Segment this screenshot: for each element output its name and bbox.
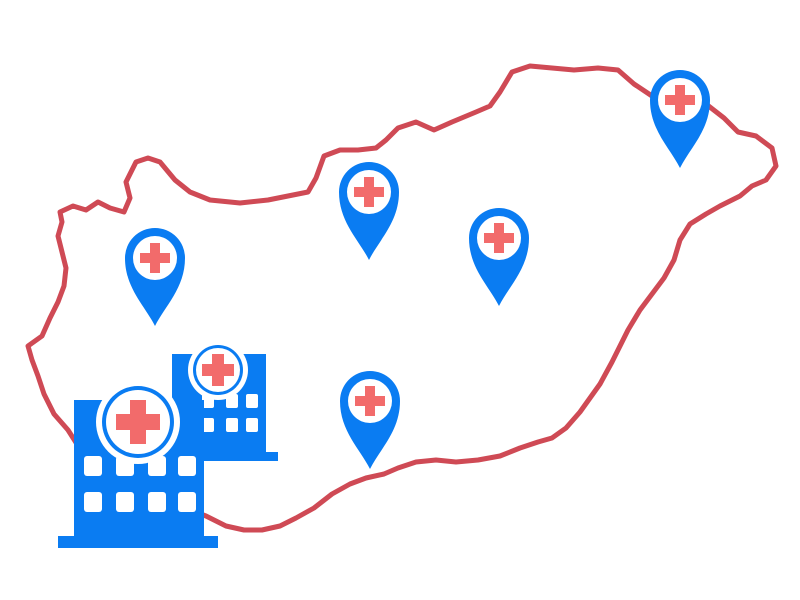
hospital-small-base [160,452,278,461]
medical-cross-icon [665,85,695,115]
hospital-building-icon[interactable] [58,380,218,548]
medical-cross-icon [355,386,385,416]
hospital-small-windows [202,394,258,432]
map-pin-icon[interactable] [340,371,400,469]
pins-layer [125,70,710,469]
map-pin-icon[interactable] [125,228,185,326]
medical-cross-icon [202,354,234,386]
map-pin-icon[interactable] [339,162,399,260]
medical-cross-icon [116,400,160,444]
medical-cross-icon [140,243,170,273]
medical-cross-icon [354,177,384,207]
map-pin-icon[interactable] [469,208,529,306]
map-pin-icon[interactable] [650,70,710,168]
hospital-large-base [58,536,218,548]
medical-cross-icon [484,223,514,253]
